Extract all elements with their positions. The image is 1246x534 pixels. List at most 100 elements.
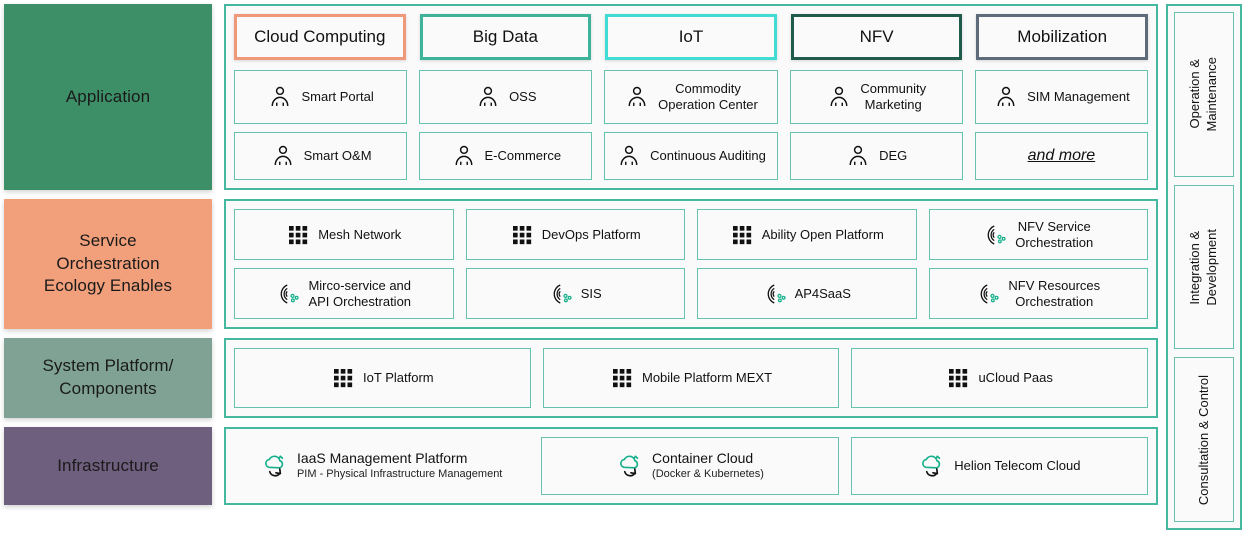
person-icon — [272, 86, 289, 106]
tag-label: Mobilization — [1017, 27, 1108, 46]
technology-tag-strip: Cloud Computing Big Data IoT NFV Mobilizatio… — [234, 14, 1148, 60]
card-ap4saas[interactable]: AP4SaaS — [697, 268, 917, 319]
card-subtitle: PIM - Physical Infrastructure Management — [296, 468, 503, 481]
tag-label: Cloud Computing — [254, 27, 386, 46]
orchestration-icon — [981, 283, 999, 304]
person-icon — [455, 145, 472, 165]
card-title: Continuous Auditing — [650, 148, 766, 163]
card-label: SIS — [581, 286, 602, 302]
card-title: SIS — [580, 285, 602, 301]
card-title: AP4SaaS — [794, 285, 851, 301]
tag-nfv[interactable]: NFV — [790, 14, 963, 60]
card-row: IoT Platform Mobile Platform MEXT uCloud P… — [234, 348, 1149, 408]
card-oss[interactable]: OSS — [419, 70, 593, 124]
tag-label: Big Data — [472, 27, 538, 46]
card-title: DEG — [879, 148, 908, 163]
cloud-sync-icon — [265, 455, 284, 477]
card-label: Smart Portal — [301, 89, 373, 105]
cloud-sync-icon — [922, 455, 941, 477]
rail-item-label: Operation & Maintenance — [1187, 57, 1219, 132]
card-title: Smart Portal — [301, 89, 374, 104]
person-icon — [628, 86, 646, 106]
card-title: IaaS Management Platform — [296, 450, 468, 467]
card-smart-o-m[interactable]: Smart O&M — [234, 131, 408, 180]
person-icon — [849, 145, 867, 165]
card-sis[interactable]: SIS — [465, 268, 685, 319]
card-title: IoT Platform — [363, 370, 434, 386]
layer-label-text: System Platform/Components — [42, 356, 174, 398]
card-iot-platform[interactable]: IoT Platform — [234, 348, 531, 408]
card-label: OSS — [509, 89, 536, 105]
card-container-cloud[interactable]: Container Cloud(Docker & Kubernetes) — [541, 437, 839, 495]
tag-big-data[interactable]: Big Data — [419, 14, 592, 60]
card-title: OSS — [509, 89, 537, 104]
card-continuous-auditing[interactable]: Continuous Auditing — [604, 131, 778, 180]
tag-iot[interactable]: IoT — [605, 14, 777, 60]
layer-label-system-platform: System Platform/Components — [4, 338, 212, 418]
layer-stack: Application Cloud Computing Big Data IoT NFV… — [4, 4, 1158, 530]
card-mesh-network[interactable]: Mesh Network — [234, 209, 454, 260]
cloud-sync-icon — [620, 455, 639, 477]
person-icon — [997, 86, 1015, 106]
card-label: Mesh Network — [318, 227, 401, 243]
card-ability-open-platform[interactable]: Ability Open Platform — [697, 209, 917, 260]
card-label: Smart O&M — [304, 148, 372, 164]
card-title: E-Commerce — [484, 148, 562, 163]
orchestration-icon — [987, 224, 1006, 245]
layer-content-application: Cloud Computing Big Data IoT NFV Mobilizatio… — [224, 4, 1158, 190]
card-mobile-platform-mext[interactable]: Mobile Platform MEXT — [542, 348, 840, 408]
grid-icon — [512, 225, 531, 244]
layer-label-text: Application — [65, 86, 151, 106]
card-and-more[interactable]: and more — [974, 131, 1149, 180]
card-deg[interactable]: DEG — [789, 131, 963, 180]
tag-mobilization[interactable]: Mobilization — [976, 14, 1148, 60]
person-icon — [479, 86, 497, 106]
tag-cloud-computing[interactable]: Cloud Computing — [234, 14, 406, 60]
card-devops-platform[interactable]: DevOps Platform — [465, 209, 685, 260]
card-title: Mobile Platform MEXT — [641, 370, 773, 386]
card-sim-management[interactable]: SIM Management — [974, 70, 1149, 124]
person-icon — [830, 86, 848, 106]
rail-item-integration-development[interactable]: Integration & Development — [1174, 184, 1234, 350]
card-title: Helion Telecom Cloud — [954, 458, 1081, 474]
tag-label: NFV — [859, 27, 894, 46]
layer-content-system-platform: IoT Platform Mobile Platform MEXT uCloud P… — [224, 338, 1158, 418]
card-title: SIM Management — [1027, 89, 1130, 104]
card-helion-telecom-cloud[interactable]: Helion Telecom Cloud — [850, 437, 1148, 495]
grid-icon — [289, 225, 308, 244]
card-smart-portal[interactable]: Smart Portal — [234, 70, 408, 124]
card-label: and more — [1028, 146, 1096, 166]
card-ucloud-paas[interactable]: uCloud Paas — [851, 348, 1149, 408]
card-e-commerce[interactable]: E-Commerce — [419, 131, 593, 180]
person-icon — [620, 145, 638, 165]
rail-item-consultation-control[interactable]: Consultation & Control — [1174, 357, 1234, 523]
tag-label: IoT — [678, 27, 704, 46]
layer-application: Application Cloud Computing Big Data IoT NFV… — [4, 4, 1158, 190]
card-label: Continuous Auditing — [650, 148, 766, 164]
card-row: Smart O&M E-Commerce Continuous Auditing DE… — [234, 131, 1149, 180]
rail-item-operation-maintenance[interactable]: Operation & Maintenance — [1174, 12, 1234, 177]
